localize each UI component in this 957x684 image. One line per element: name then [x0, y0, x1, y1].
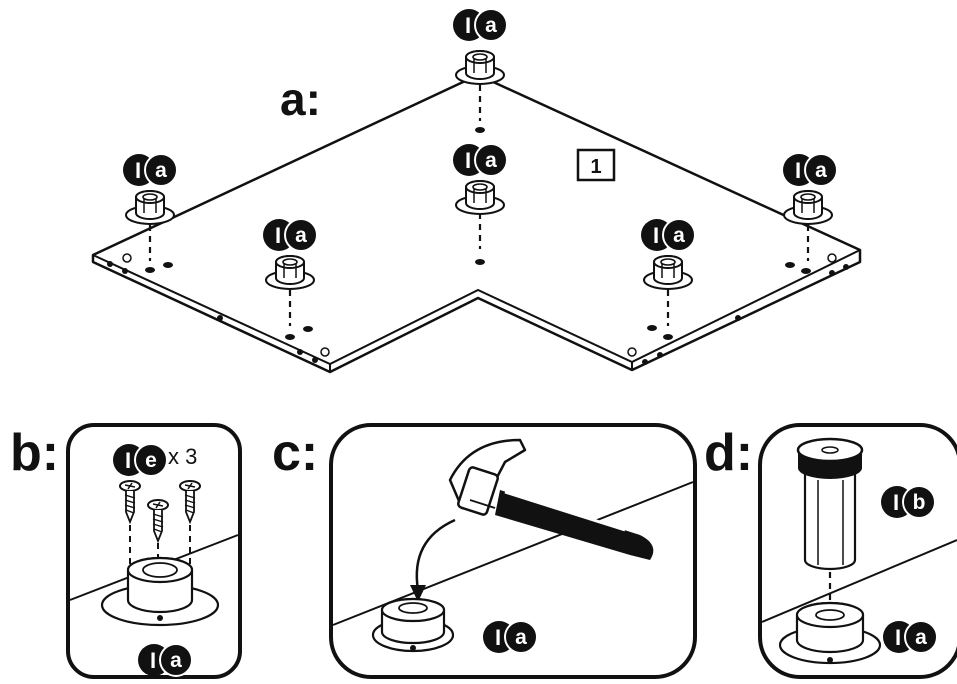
badge-letter-label: b	[913, 491, 926, 514]
badge-part-label: I	[495, 625, 501, 650]
badge-part-label: I	[150, 648, 156, 673]
badge-letter-label: a	[485, 14, 497, 37]
cup-b	[100, 556, 220, 627]
badge-part-label: I	[795, 158, 801, 183]
badge-letter-label: a	[515, 626, 527, 649]
badge-letter-label: a	[915, 626, 927, 649]
sheet-number: 1	[590, 156, 601, 178]
panel-board	[91, 73, 862, 374]
badge-part-label: I	[893, 490, 899, 515]
screw-quantity: x 3	[168, 444, 197, 469]
step-c-label: c:	[272, 424, 318, 482]
panel-d: d:	[704, 423, 957, 679]
badge-letter-label: a	[485, 149, 497, 172]
badge-part-label: I	[465, 148, 471, 173]
badge-part-label: I	[275, 223, 281, 248]
step-d-label: d:	[704, 424, 753, 482]
strike-arrow	[415, 518, 456, 591]
badge-part-label: I	[653, 223, 659, 248]
panel-b: b:	[10, 423, 242, 679]
panel-a: a:	[91, 50, 862, 374]
badge-letter-label: e	[145, 449, 157, 472]
panel-c: c:	[272, 423, 697, 679]
badge-part-label: I	[125, 448, 131, 473]
leveler-foot	[796, 437, 864, 610]
step-a-label: a:	[280, 73, 321, 125]
badge-letter-label: a	[815, 159, 827, 182]
badge-letter-label: a	[295, 224, 307, 247]
cup-d	[778, 601, 882, 665]
hammer	[448, 438, 654, 560]
badge-part-label: I	[465, 13, 471, 38]
badge-letter-label: a	[673, 224, 685, 247]
badge-part-label: I	[135, 158, 141, 183]
badge-part-label: I	[895, 625, 901, 650]
badge-letter-label: a	[155, 159, 167, 182]
cup-c	[371, 597, 455, 653]
step-b-label: b:	[10, 424, 59, 482]
sheet-number-box: 1	[576, 148, 616, 182]
badge-letter-label: a	[170, 649, 182, 672]
